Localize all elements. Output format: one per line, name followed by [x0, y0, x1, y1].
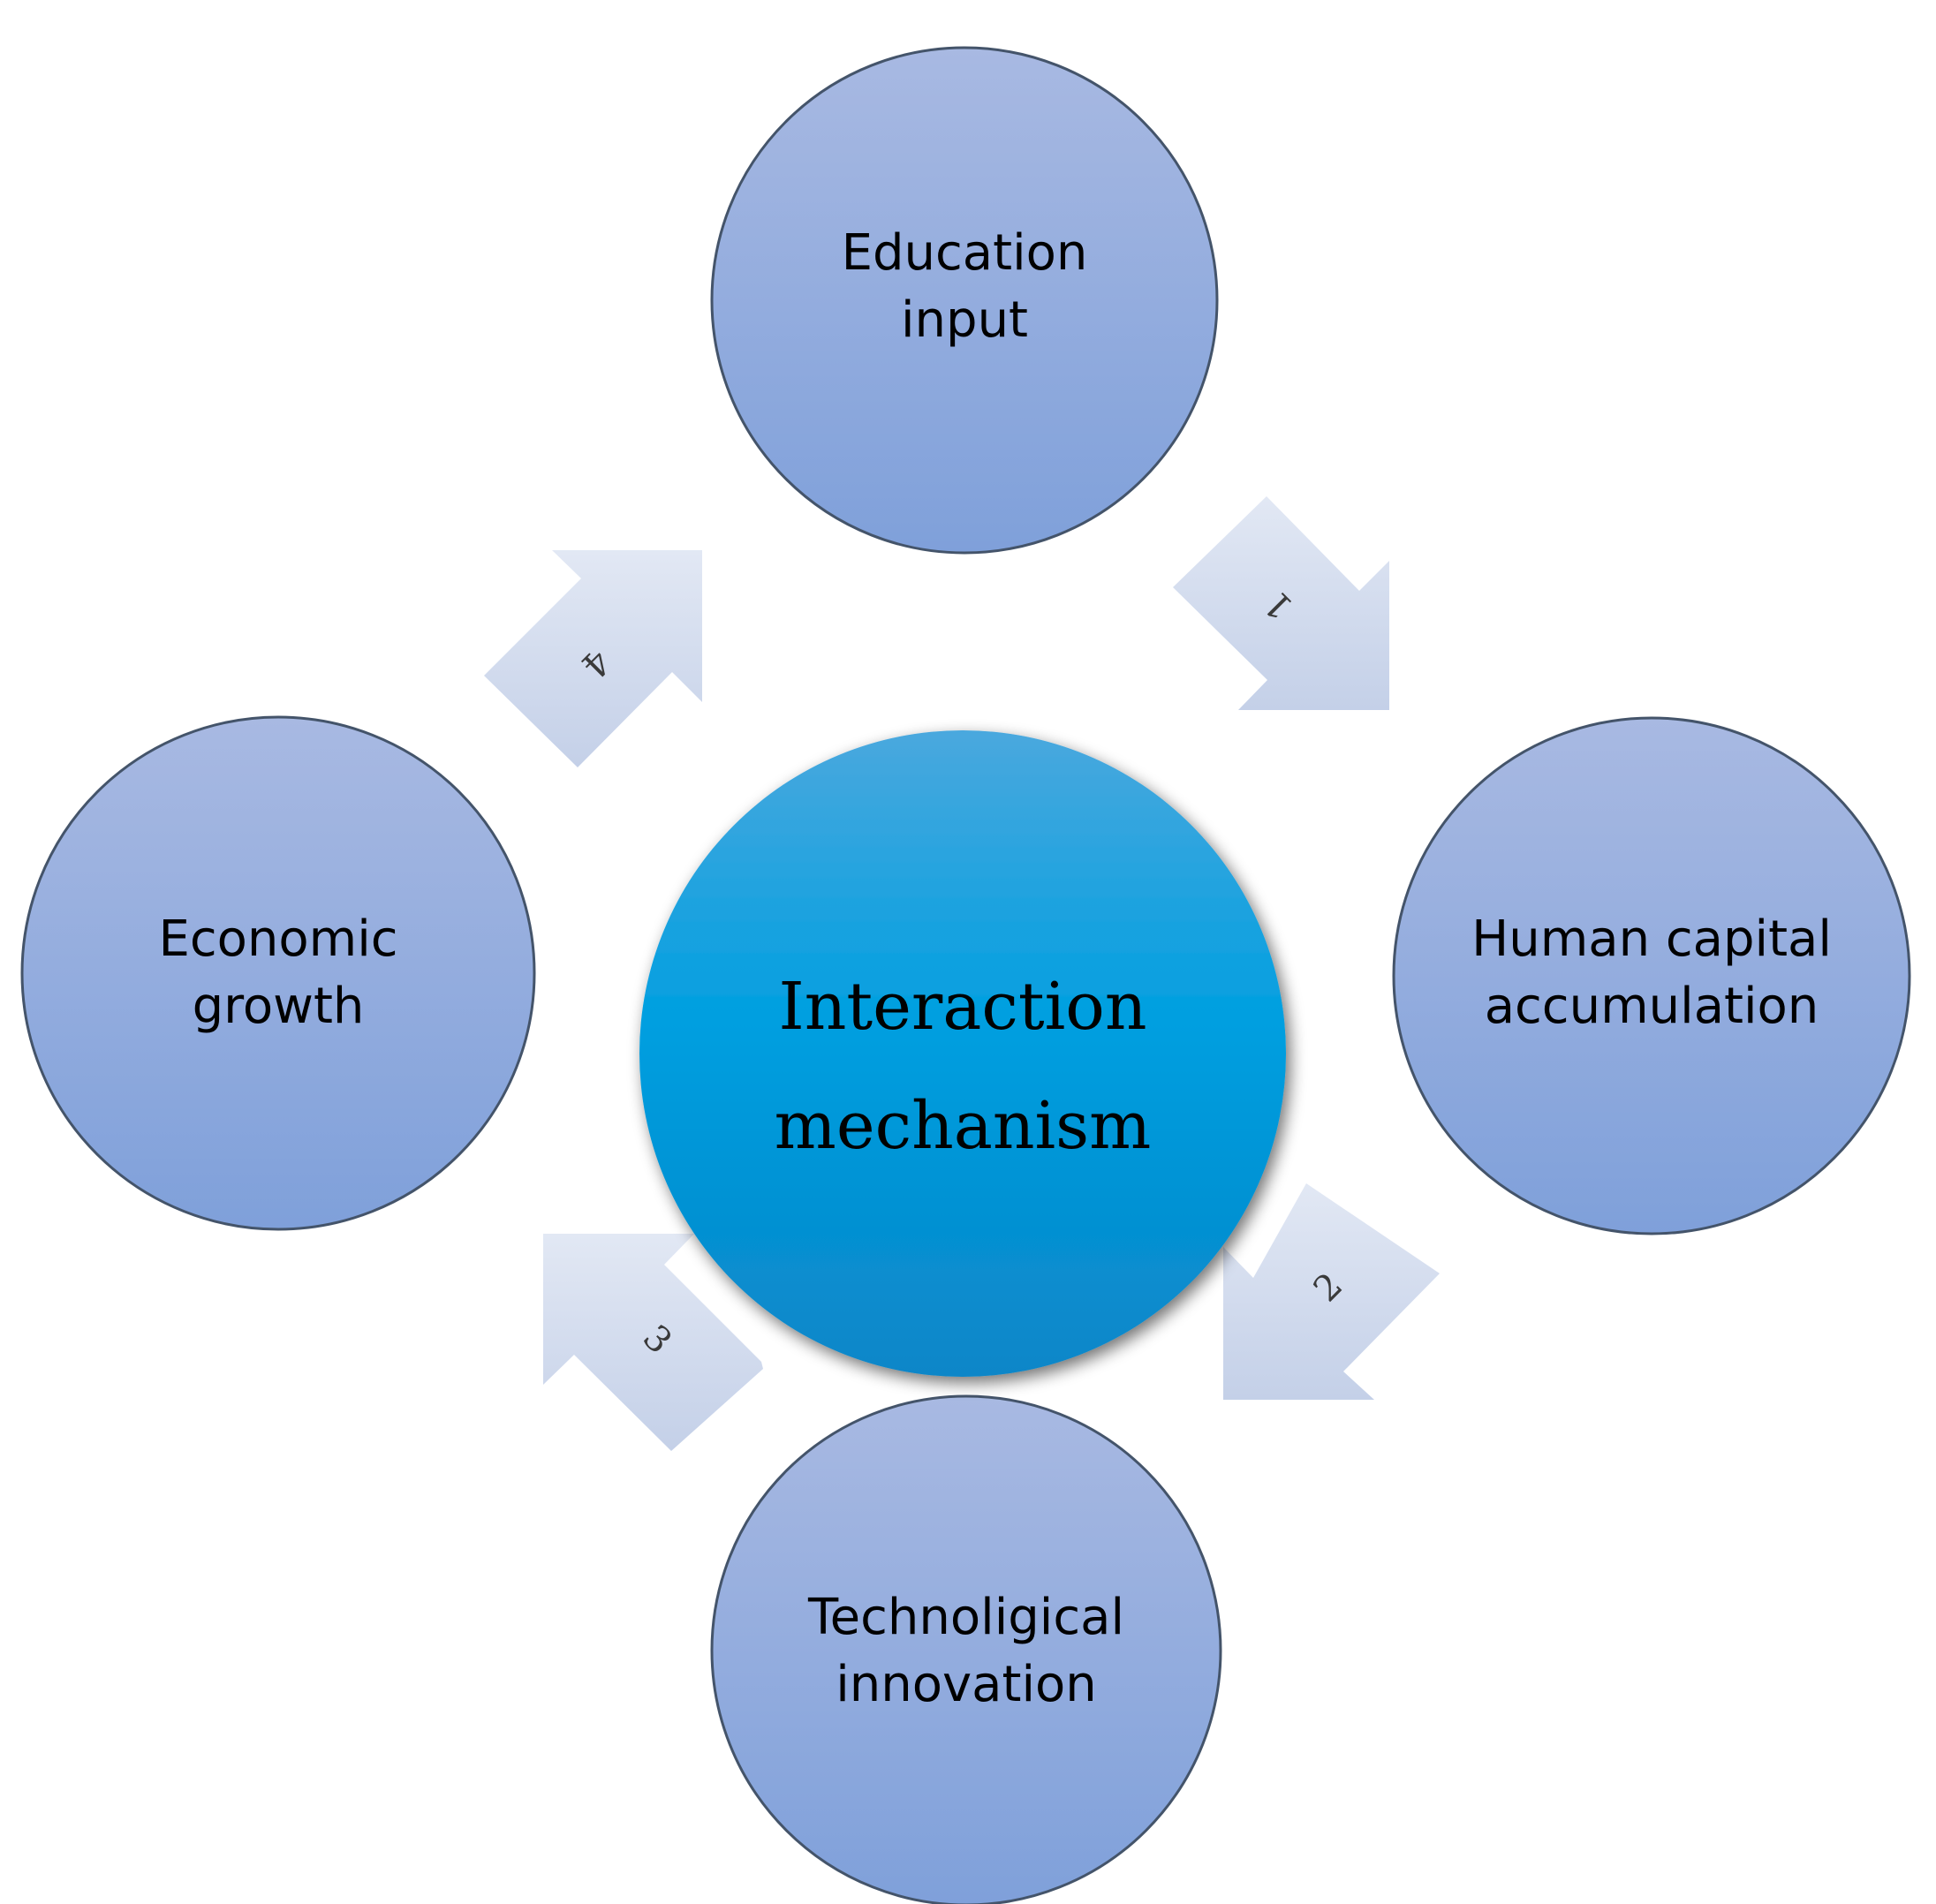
center-label-line1: Interaction	[779, 969, 1147, 1045]
node-education-label-line2: input	[901, 291, 1028, 349]
node-education-input: Education input	[710, 46, 1219, 555]
node-education-circle	[710, 46, 1219, 555]
arrow-4-shape	[484, 550, 702, 767]
node-technological-innovation: Technoligical innovation	[710, 1394, 1222, 1904]
node-economic-label-line2: growth	[193, 978, 365, 1035]
node-economic-label-line1: Economic	[158, 910, 397, 968]
node-human-capital-label-line1: Human capital	[1471, 910, 1832, 968]
node-economic-circle	[20, 715, 536, 1231]
arrow-1: 1	[1173, 496, 1389, 710]
node-technological-circle	[710, 1394, 1222, 1904]
node-technological-label-line1: Technoligical	[807, 1589, 1124, 1646]
arrow-2: 2	[1223, 1183, 1440, 1400]
arrow-4: 4	[484, 550, 702, 767]
arrow-1-shape	[1173, 496, 1389, 710]
node-education-label-line1: Education	[842, 224, 1088, 282]
node-human-capital: Human capital accumulation	[1392, 716, 1911, 1235]
arrow-3-shape	[543, 1234, 763, 1451]
center-interaction-mechanism: Interaction mechanism	[639, 730, 1286, 1377]
node-economic-growth: Economic growth	[20, 715, 536, 1231]
node-technological-label-line2: innovation	[836, 1656, 1097, 1713]
center-label-line2: mechanism	[775, 1088, 1152, 1164]
arrow-3: 3	[543, 1234, 763, 1451]
arrow-2-shape	[1223, 1183, 1440, 1400]
node-human-capital-label-line2: accumulation	[1485, 978, 1819, 1035]
center-circle	[639, 730, 1286, 1377]
node-human-capital-circle	[1392, 716, 1911, 1235]
